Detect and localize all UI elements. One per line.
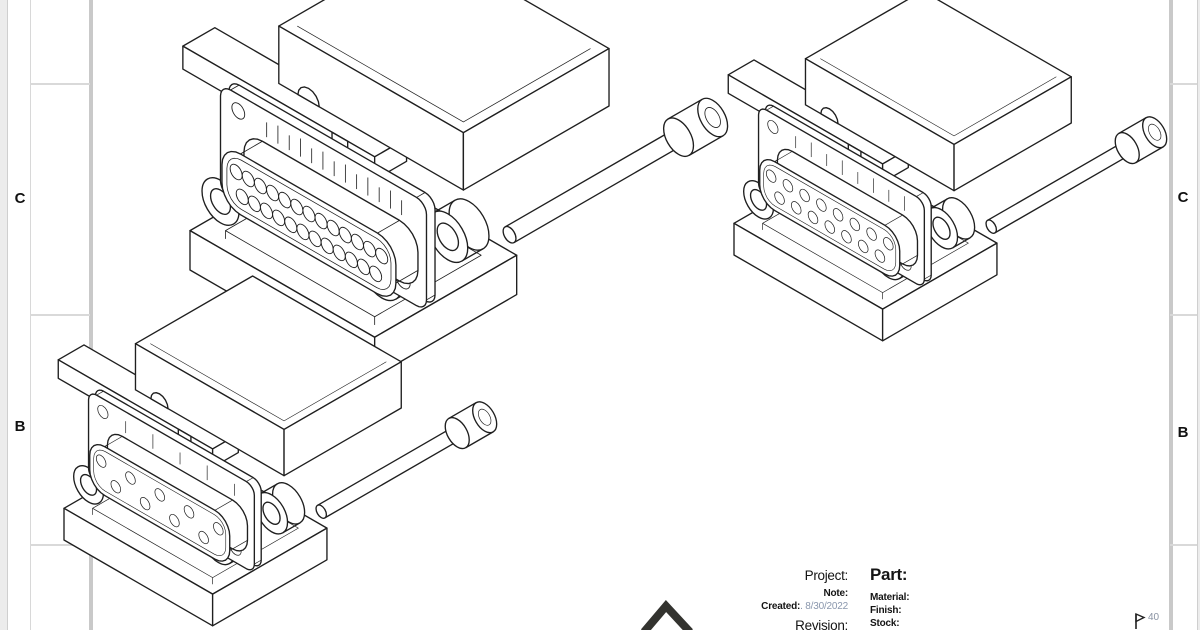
sheet-edge-right [1197,0,1200,630]
zone-letter-left-c: C [14,190,26,207]
sheet-number: 40 [1148,612,1160,623]
isometric-view-db9[interactable]: 9-pin D-sub connector clamp assembly (is… [57,275,501,627]
revision-label: Revision: [795,618,848,630]
frame-border-left [89,0,93,630]
material-label: Material: [870,592,910,603]
zone-letter-right-b: B [1177,424,1189,441]
project-label: Project: [804,568,849,583]
zone-letter-right-c: C [1177,189,1189,206]
zone-tick [30,83,90,85]
zone-tick [1170,544,1197,546]
created-row: Created:. 8/30/2022 [560,601,848,612]
projection-symbol-icon [1135,612,1146,629]
stock-label: Stock: [870,618,900,629]
sheet-edge-left [0,0,8,630]
zone-tick [1170,83,1197,85]
template-logo-icon [640,599,693,630]
note-label: Note: [823,588,848,599]
zone-tick [1170,314,1197,316]
zone-tick [30,544,90,546]
zone-letter-left-b: B [14,418,26,435]
created-label: Created: [761,601,801,612]
finish-label: Finish: [870,605,902,616]
isometric-view-db15[interactable]: 15-pin D-sub connector clamp assembly (i… [727,0,1171,342]
part-label: Part: [870,565,908,584]
created-value: . 8/30/2022 [800,601,848,612]
zone-tick [30,314,90,316]
